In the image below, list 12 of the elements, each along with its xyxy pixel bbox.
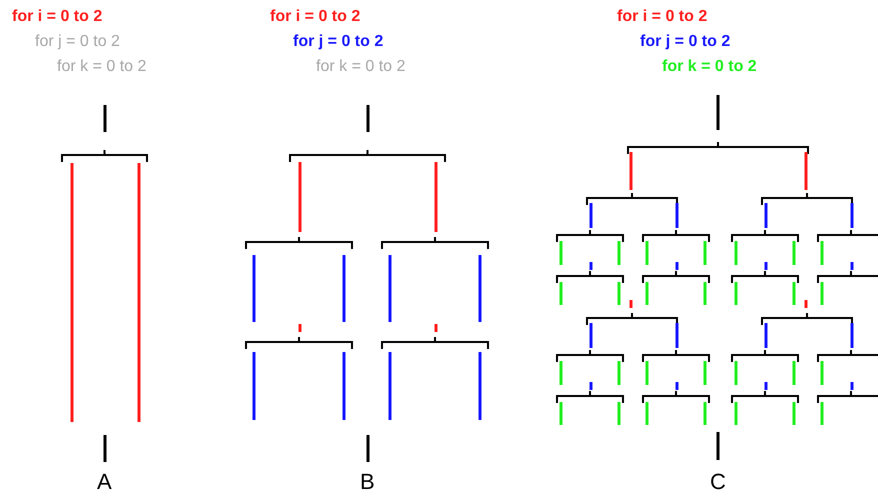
- panel-letter: B: [360, 470, 375, 494]
- panel-letter: C: [710, 470, 726, 494]
- panel-letter: A: [97, 470, 112, 494]
- loop-header: for k = 0 to 2: [316, 58, 406, 76]
- loop-header: for k = 0 to 2: [662, 58, 757, 76]
- loop-header: for i = 0 to 2: [270, 8, 360, 26]
- loop-header: for j = 0 to 2: [640, 33, 730, 51]
- loop-header: for i = 0 to 2: [12, 8, 102, 26]
- loop-header: for k = 0 to 2: [57, 58, 146, 76]
- loop-header: for j = 0 to 2: [35, 33, 120, 51]
- loop-header: for j = 0 to 2: [293, 33, 384, 51]
- loop-header: for i = 0 to 2: [617, 8, 708, 26]
